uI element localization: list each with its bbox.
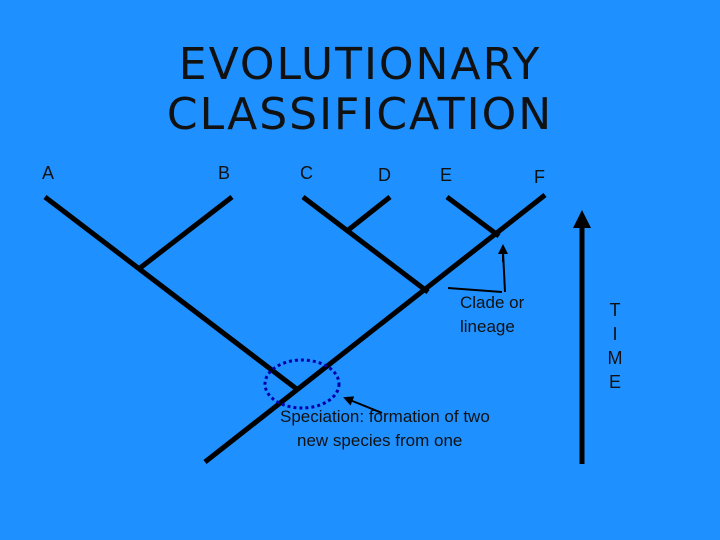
main-lineage [203, 193, 547, 464]
branch-c [301, 195, 430, 294]
page-title: EVOLUTIONARY CLASSIFICATION [0, 40, 720, 140]
branch-a [43, 195, 300, 392]
speciation-circle [263, 358, 341, 410]
branch-b [138, 195, 234, 270]
taxon-label-e: E [440, 165, 453, 185]
speciation-arrow [343, 396, 383, 414]
taxon-label-f: F [534, 167, 545, 187]
clade-annotation-line-2: lineage [460, 317, 515, 336]
taxon-label-b: B [218, 163, 231, 183]
taxon-label-d: D [378, 165, 391, 185]
time-letter-i: I [612, 324, 618, 344]
branch-e [445, 195, 501, 238]
clade-pointer-base [447, 287, 503, 293]
title-line-1: EVOLUTIONARY [178, 39, 542, 90]
time-letter-t: T [609, 300, 621, 320]
clade-annotation: Clade or lineage [460, 291, 524, 339]
branch-d [345, 195, 392, 233]
time-letter-e: E [608, 372, 621, 392]
speciation-annotation: Speciation: formation of two new species… [280, 405, 490, 453]
time-arrow-head [573, 210, 591, 228]
title-line-2: CLASSIFICATION [166, 89, 554, 140]
taxon-label-a: A [42, 163, 55, 183]
time-axis-label: T I M E [603, 298, 627, 394]
speciation-annotation-line-2: new species from one [297, 431, 463, 450]
clade-annotation-line-1: Clade or [460, 293, 525, 312]
speciation-annotation-line-1: Speciation: formation of two [280, 407, 490, 426]
taxon-label-c: C [300, 163, 313, 183]
time-letter-m: M [607, 348, 623, 368]
